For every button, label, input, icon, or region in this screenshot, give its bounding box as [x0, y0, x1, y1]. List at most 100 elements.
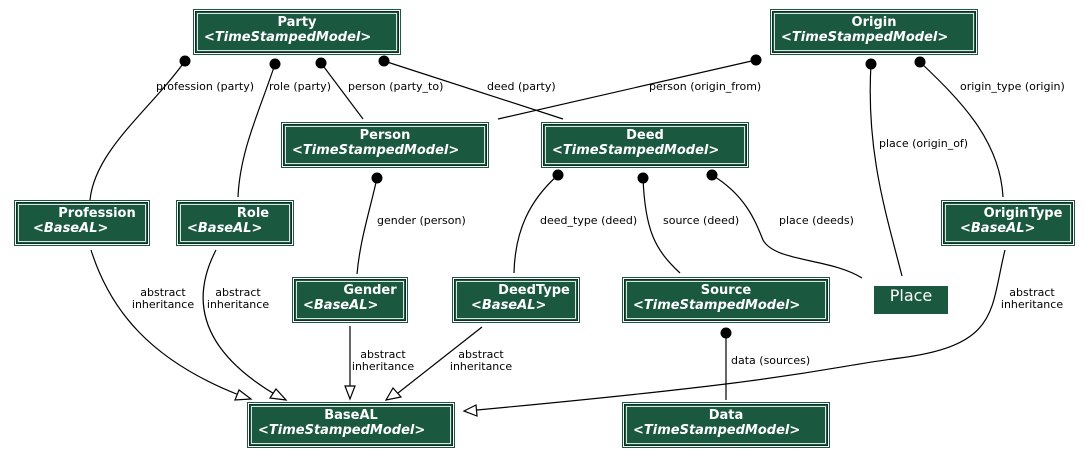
edge-label-line: abstract — [1009, 286, 1055, 299]
edge-label-inherit-role: abstract inheritance — [201, 287, 275, 311]
edge-role-party — [237, 63, 276, 198]
node-border — [180, 204, 290, 242]
node-border — [296, 281, 404, 319]
dot-person-gender — [371, 172, 383, 184]
dot-origin-place — [865, 58, 877, 70]
node-border — [251, 406, 451, 444]
node-title: Gender — [343, 283, 397, 298]
node-party[interactable]: Party <TimeStampedModel> — [193, 9, 401, 55]
arrowhead-gender — [344, 385, 356, 401]
node-stereotype: <BaseAL> — [471, 298, 547, 313]
edge-label-data-sources: data (sources) — [731, 354, 811, 367]
edge-inherit-origintype — [476, 249, 1006, 411]
node-stereotype: <TimeStampedModel> — [552, 143, 720, 158]
node-stereotype: <BaseAL> — [303, 298, 379, 313]
edge-label-gender-person: gender (person) — [377, 214, 466, 227]
node-origin[interactable]: Origin <TimeStampedModel> — [770, 9, 978, 55]
node-stereotype: <TimeStampedModel> — [258, 423, 426, 438]
edge-label-line: abstract — [215, 286, 261, 299]
edge-label-inherit-profession: abstract inheritance — [126, 287, 200, 311]
node-data[interactable]: Data <TimeStampedModel> — [622, 402, 830, 448]
node-title: Origin — [851, 15, 897, 30]
edge-label-line: abstract — [360, 348, 406, 361]
arrowhead-profession — [234, 389, 253, 401]
edge-label-deed-type-deed: deed_type (deed) — [540, 214, 638, 227]
node-stereotype: <BaseAL> — [187, 221, 263, 236]
node-title: Party — [277, 15, 317, 30]
edge-person-party — [320, 62, 364, 120]
node-border — [545, 126, 745, 164]
dot-party-person — [315, 57, 327, 69]
dot-origin-person — [750, 54, 762, 66]
node-title: Role — [236, 206, 270, 221]
node-profession[interactable]: Profession <BaseAL> — [14, 200, 150, 246]
edge-origintype-origin — [919, 61, 1004, 198]
arrowhead-origintype — [462, 404, 478, 417]
edge-label-line: abstract — [140, 286, 186, 299]
node-title: Source — [700, 283, 752, 298]
edge-label-role-party: role (party) — [269, 80, 331, 93]
edge-place-deed — [711, 174, 863, 279]
edge-label-inherit-gender: abstract inheritance — [346, 349, 420, 373]
node-border — [456, 281, 576, 319]
node-stereotype: <TimeStampedModel> — [292, 143, 460, 158]
edge-label-line: inheritance — [131, 298, 195, 311]
node-title: Person — [359, 128, 411, 143]
edge-label-person-origin-from: person (origin_from) — [649, 80, 762, 93]
dot-source-data — [720, 327, 732, 339]
node-title: Place — [889, 286, 933, 305]
node-border — [18, 204, 146, 242]
node-stereotype: <TimeStampedModel> — [633, 298, 801, 313]
node-title: BaseAL — [324, 408, 378, 423]
node-deedtype[interactable]: DeedType <BaseAL> — [452, 277, 580, 323]
dot-party-deed — [378, 55, 390, 67]
dot-party-profession — [179, 55, 191, 67]
node-border — [774, 13, 974, 51]
edge-label-line: inheritance — [1000, 298, 1064, 311]
edge-profession-party — [89, 60, 186, 201]
edge-label-line: abstract — [458, 348, 504, 361]
node-stereotype: <TimeStampedModel> — [633, 423, 801, 438]
edge-label-line: inheritance — [449, 360, 513, 373]
node-stereotype: <TimeStampedModel> — [781, 30, 949, 45]
node-title: OriginType — [983, 206, 1063, 221]
edge-label-inherit-origintype: abstract inheritance — [995, 287, 1069, 311]
edge-label-line: inheritance — [206, 298, 270, 311]
node-title: Profession — [58, 206, 136, 221]
node-place[interactable]: Place — [874, 286, 948, 314]
edge-label-source-deed: source (deed) — [663, 214, 740, 227]
edge-label-line: inheritance — [351, 360, 415, 373]
node-title: Data — [708, 408, 744, 423]
node-border — [945, 204, 1071, 242]
dot-party-role — [269, 58, 281, 70]
node-person[interactable]: Person <TimeStampedModel> — [281, 122, 489, 168]
edge-inherit-role — [202, 249, 277, 396]
node-source[interactable]: Source <TimeStampedModel> — [622, 277, 830, 323]
dot-deed-source — [637, 172, 649, 184]
dot-deed-place — [706, 169, 718, 181]
edge-inherit-deedtype — [397, 326, 483, 394]
node-origintype[interactable]: OriginType <BaseAL> — [941, 200, 1075, 246]
node-gender[interactable]: Gender <BaseAL> — [292, 277, 408, 323]
edge-label-deed-party: deed (party) — [487, 80, 556, 93]
edge-person-origin — [497, 59, 757, 120]
edge-label-person-party-to: person (party_to) — [348, 80, 444, 93]
edge-label-profession-party: profession (party) — [156, 80, 255, 93]
edge-place-origin — [869, 63, 903, 277]
arrowhead-deedtype — [384, 386, 403, 401]
edge-inherit-profession — [90, 249, 240, 396]
node-title: DeedType — [498, 283, 570, 298]
node-role[interactable]: Role <BaseAL> — [176, 200, 294, 246]
node-stereotype: <TimeStampedModel> — [204, 30, 372, 45]
node-stereotype: <BaseAL> — [33, 221, 109, 236]
node-baseal[interactable]: BaseAL <TimeStampedModel> — [247, 402, 455, 448]
node-title: Deed — [626, 128, 664, 143]
edge-label-place-origin-of: place (origin_of) — [879, 137, 969, 150]
dot-origin-origintype — [914, 56, 926, 68]
node-border — [626, 406, 826, 444]
edge-gender-person — [356, 177, 378, 275]
edge-label-origin-type-origin: origin_type (origin) — [960, 80, 1065, 93]
edge-label-place-deeds: place (deeds) — [779, 214, 854, 227]
node-deed[interactable]: Deed <TimeStampedModel> — [541, 122, 749, 168]
